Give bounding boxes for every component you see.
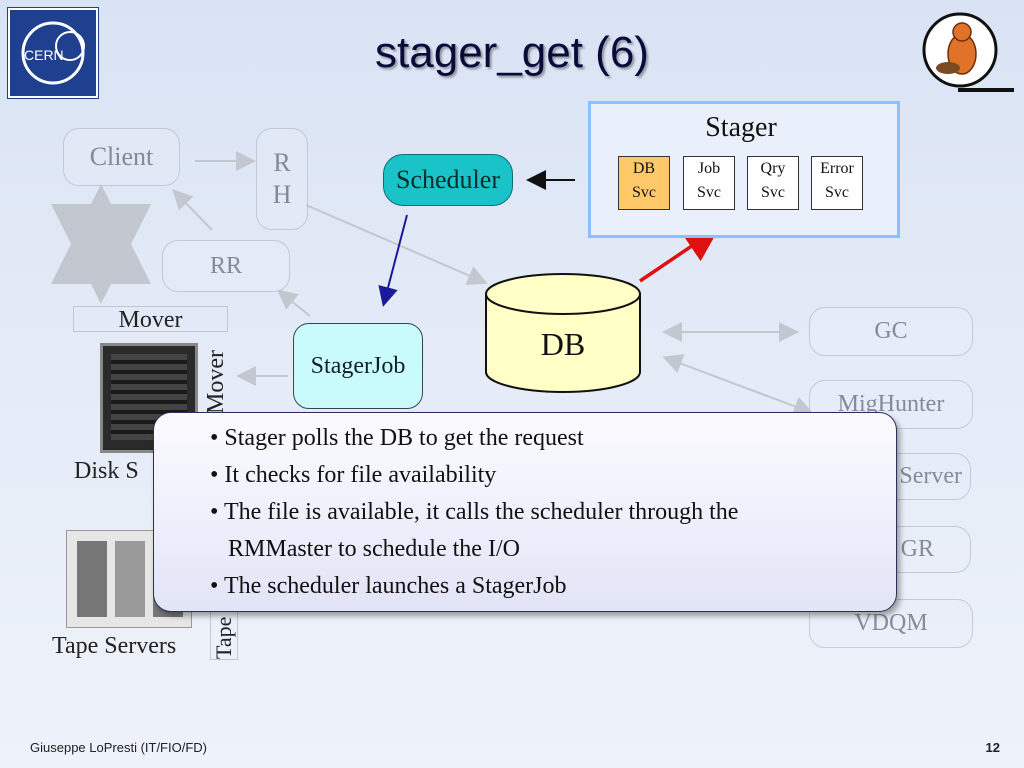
error-svc: Error Svc <box>811 156 863 210</box>
qry-svc: Qry Svc <box>747 156 799 210</box>
disk-servers-label: Disk S <box>74 458 139 484</box>
bullet-item: • The scheduler launches a StagerJob <box>210 573 567 599</box>
cern-logo-text: CERN <box>24 47 64 63</box>
rh-node: R H <box>256 128 308 230</box>
bullet-item: • The file is available, it calls the sc… <box>210 499 739 525</box>
bullet-item: • Stager polls the DB to get the request <box>210 425 584 451</box>
stager-label: Stager <box>705 112 777 143</box>
vmgr-label: GR <box>900 536 934 562</box>
page-number: 12 <box>985 740 1000 755</box>
bullet-item: • It checks for file availability <box>210 462 497 488</box>
footer-author: Giuseppe LoPresti (IT/FIO/FD) <box>30 740 207 755</box>
job-svc-line2: Svc <box>697 184 721 201</box>
error-svc-line2: Svc <box>825 184 849 201</box>
rh-line2: H <box>272 180 292 209</box>
stagerjob-node: StagerJob <box>293 323 423 409</box>
rtcp-server-label: Server <box>899 463 962 489</box>
error-svc-line1: Error <box>820 160 854 177</box>
callout-bullets: • Stager polls the DB to get the request… <box>210 420 738 605</box>
db-cylinder <box>485 273 641 393</box>
scheduler-node: Scheduler <box>383 154 513 206</box>
qry-svc-line1: Qry <box>760 160 786 177</box>
db-svc-line2: Svc <box>632 184 656 201</box>
rh-line1: R <box>273 148 291 177</box>
bullet-item: RMMaster to schedule the I/O <box>210 536 520 562</box>
rr-node: RR <box>162 240 290 292</box>
job-svc: Job Svc <box>683 156 735 210</box>
job-svc-line1: Job <box>697 160 721 177</box>
client-node: Client <box>63 128 180 186</box>
tape-servers-label: Tape Servers <box>52 633 177 659</box>
slide-title: stager_get (6) <box>375 28 649 77</box>
gc-node: GC <box>809 307 973 356</box>
db-svc-line1: DB <box>632 160 656 177</box>
callout-box <box>153 412 897 612</box>
mover-side-label: Mover <box>203 350 229 414</box>
db-label: DB <box>540 326 586 362</box>
beaver-logo <box>918 10 1014 94</box>
cern-logo: CERN <box>8 8 98 98</box>
mover-top-label: Mover <box>73 306 228 333</box>
db-svc: DB Svc <box>618 156 670 210</box>
qry-svc-line2: Svc <box>761 184 785 201</box>
